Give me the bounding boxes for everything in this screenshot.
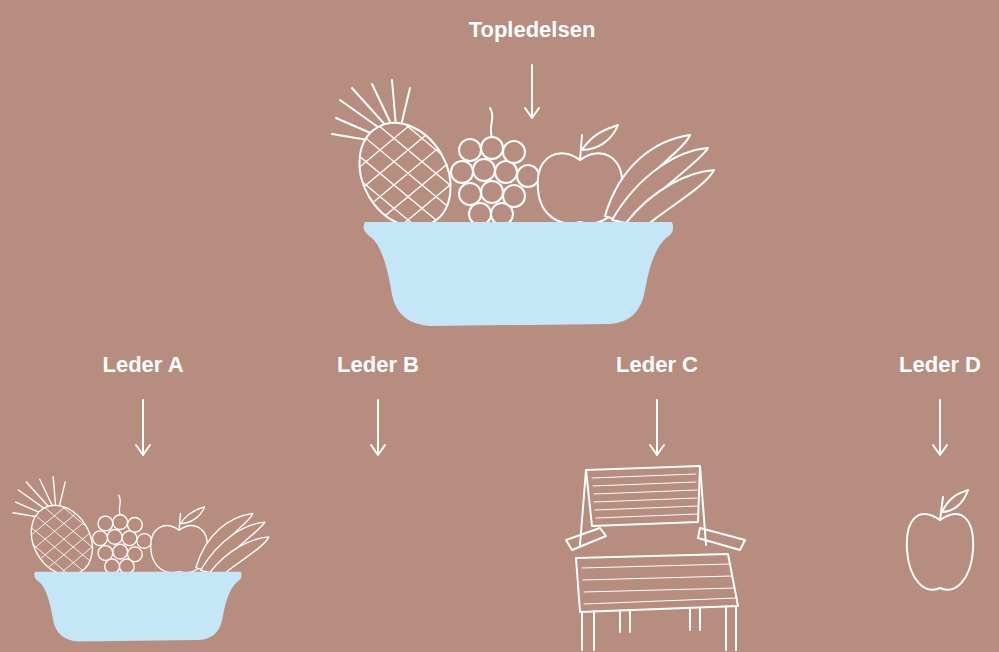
bowl (364, 222, 674, 326)
pointer-arrows (136, 65, 947, 455)
chair-seat (576, 554, 738, 612)
arrow (933, 400, 947, 455)
arrow (525, 65, 539, 118)
chair-seat-hatch (582, 564, 737, 604)
single-apple (907, 490, 973, 590)
grapes (451, 108, 539, 225)
chair-back (586, 466, 700, 526)
chair-legs (582, 606, 736, 650)
arrow (371, 400, 385, 455)
fruit-bowl (320, 80, 714, 326)
leader-label: Leder D (899, 352, 981, 378)
leader-label: Leder A (102, 352, 183, 378)
chair-hatch (592, 474, 698, 518)
leader-label: Leder B (337, 352, 419, 378)
heading-label: Topledelsen (469, 17, 596, 43)
bananas (605, 135, 714, 226)
arrow (136, 400, 150, 455)
chair (566, 466, 745, 650)
chair-posts (580, 466, 706, 545)
arrow (650, 400, 664, 455)
small-fruit-bowl (5, 477, 269, 642)
leader-label: Leder C (616, 352, 698, 378)
chair-arms (566, 528, 745, 550)
